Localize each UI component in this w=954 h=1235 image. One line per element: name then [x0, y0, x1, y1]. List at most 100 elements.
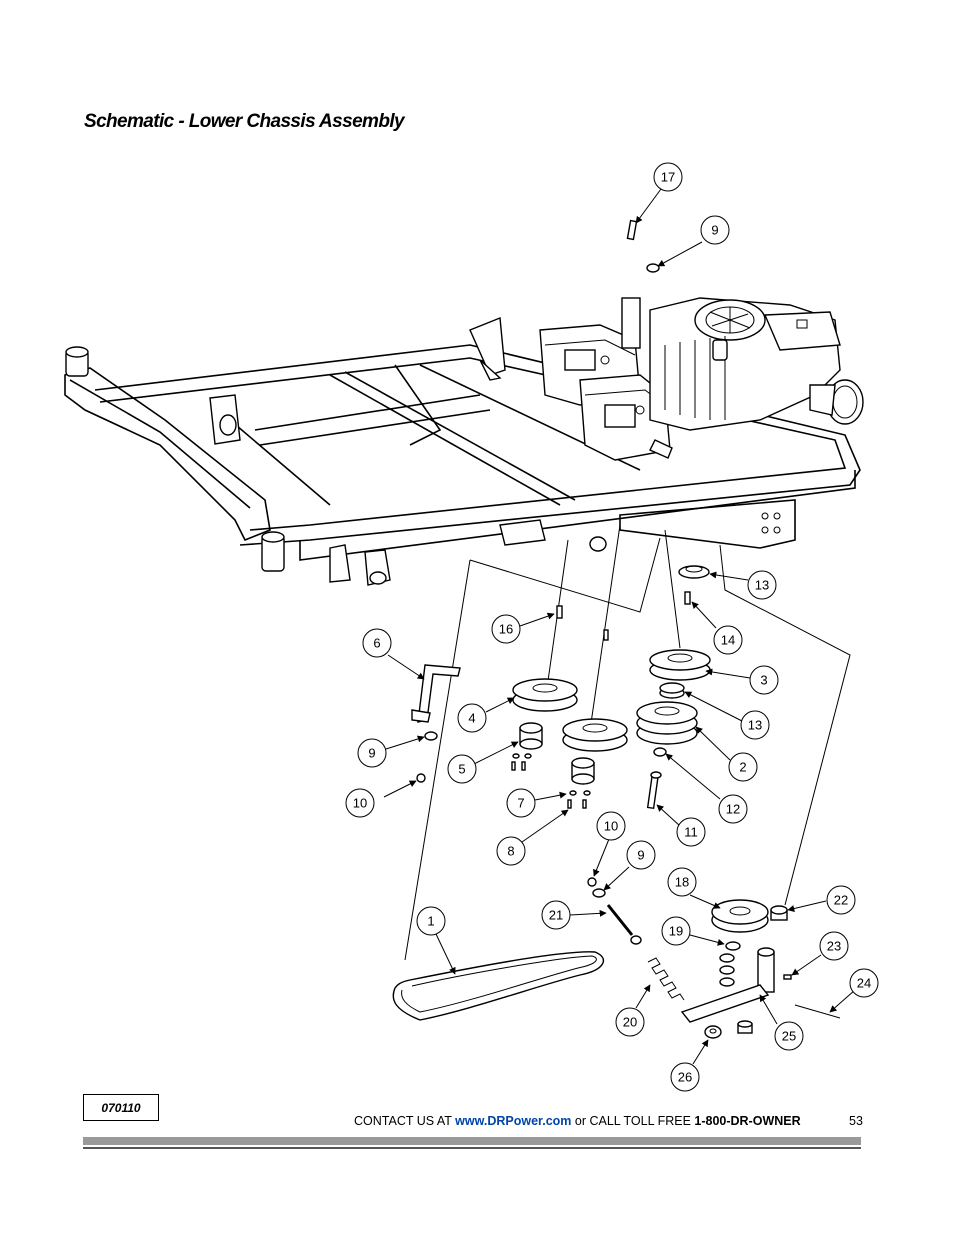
svg-text:25: 25 [782, 1029, 796, 1044]
callout-11: 11 [676, 817, 706, 847]
callout-5: 5 [447, 754, 477, 784]
part-pulley-2 [636, 701, 698, 745]
callout-21: 21 [541, 900, 571, 930]
part-bolt-17 [626, 219, 638, 241]
callout-23: 23 [819, 931, 849, 961]
part-washer-12 [653, 747, 667, 757]
svg-text:10: 10 [604, 819, 618, 834]
part-washers-19 [719, 941, 741, 987]
part-pulley-3 [649, 649, 711, 681]
svg-text:5: 5 [458, 762, 465, 777]
part-pulley-4 [512, 678, 578, 712]
callout-9-left: 9 [357, 738, 387, 768]
part-setscrews [511, 753, 591, 809]
part-idler-pulley-18 [711, 899, 769, 933]
svg-text:6: 6 [373, 636, 380, 651]
page-title: Schematic - Lower Chassis Assembly [84, 111, 405, 132]
document-code-box: 070110 [83, 1094, 159, 1121]
part-washer-9-left [424, 731, 438, 741]
svg-text:22: 22 [834, 893, 848, 908]
callout-12: 12 [718, 794, 748, 824]
svg-text:12: 12 [726, 802, 740, 817]
leader-lines [383, 188, 856, 1065]
callout-1: 1 [416, 906, 446, 936]
callout-13-mid: 13 [740, 710, 770, 740]
svg-text:17: 17 [661, 170, 675, 185]
part-pulley-mid [562, 718, 628, 752]
part-washer-9-lower [592, 888, 606, 898]
footer-prefix: CONTACT US AT [354, 1114, 456, 1128]
part-pin-23 [783, 974, 792, 980]
part-eyebolt-21 [606, 904, 642, 945]
callout-8: 8 [496, 836, 526, 866]
part-nut-26 [704, 1025, 722, 1039]
page-number: 53 [849, 1114, 863, 1128]
svg-text:1: 1 [427, 914, 434, 929]
part-key-16 [556, 605, 563, 619]
website-link[interactable]: www.DRPower.com [455, 1114, 572, 1128]
svg-text:26: 26 [678, 1070, 692, 1085]
svg-text:9: 9 [711, 223, 718, 238]
part-nut-10-lower [587, 877, 597, 887]
part-hub-second [571, 757, 595, 785]
callout-25: 25 [774, 1021, 804, 1051]
part-washer-9-top [646, 263, 660, 273]
callout-3: 3 [749, 665, 779, 695]
footer-contact: CONTACT US AT www.DRPower.com or CALL TO… [354, 1114, 801, 1128]
part-hub-5 [519, 722, 543, 750]
callout-26: 26 [670, 1062, 700, 1092]
part-spring-20 [647, 957, 685, 1001]
callout-7: 7 [506, 788, 536, 818]
callout-22: 22 [826, 885, 856, 915]
svg-text:21: 21 [549, 908, 563, 923]
svg-text:20: 20 [623, 1015, 637, 1030]
engine [621, 297, 864, 431]
callout-20: 20 [615, 1007, 645, 1037]
callout-4: 4 [457, 703, 487, 733]
callout-16: 16 [491, 614, 521, 644]
svg-text:23: 23 [827, 939, 841, 954]
svg-text:3: 3 [760, 673, 767, 688]
part-key-14 [684, 591, 691, 605]
part-belt-1 [392, 951, 605, 1021]
callout-14: 14 [713, 625, 743, 655]
part-idler-arm-25 [680, 947, 775, 1023]
callout-13-top: 13 [747, 570, 777, 600]
callout-10-lower: 10 [596, 811, 626, 841]
part-bracket-6 [411, 664, 461, 723]
svg-text:14: 14 [721, 633, 735, 648]
svg-text:8: 8 [507, 844, 514, 859]
part-spacer-13-mid [659, 682, 685, 699]
svg-text:11: 11 [684, 825, 698, 840]
callout-6: 6 [362, 628, 392, 658]
chassis-frame [64, 317, 861, 586]
svg-text:13: 13 [748, 718, 762, 733]
callout-10-left: 10 [345, 788, 375, 818]
phone-number: 1-800-DR-OWNER [694, 1114, 801, 1128]
callout-18: 18 [667, 867, 697, 897]
belt-route-lines [404, 524, 851, 961]
part-bushing-22 [770, 905, 788, 921]
svg-text:9: 9 [368, 746, 375, 761]
document-code: 070110 [101, 1100, 141, 1115]
part-bushing-bottom [737, 1020, 753, 1034]
part-pin-11 [646, 771, 662, 810]
svg-text:10: 10 [353, 796, 367, 811]
svg-text:9: 9 [637, 848, 644, 863]
part-nut-10-left [416, 773, 426, 783]
callout-17: 17 [653, 162, 683, 192]
svg-text:2: 2 [739, 760, 746, 775]
svg-text:18: 18 [675, 875, 689, 890]
callout-9-lower: 9 [626, 840, 656, 870]
part-cotter-24 [794, 1004, 841, 1019]
footer-rule [83, 1137, 861, 1149]
svg-text:19: 19 [669, 924, 683, 939]
svg-text:16: 16 [499, 622, 513, 637]
transaxle-right [579, 374, 673, 461]
callout-19: 19 [661, 916, 691, 946]
callout-24: 24 [849, 968, 879, 998]
svg-text:24: 24 [857, 976, 871, 991]
svg-text:13: 13 [755, 578, 769, 593]
svg-text:7: 7 [517, 796, 524, 811]
